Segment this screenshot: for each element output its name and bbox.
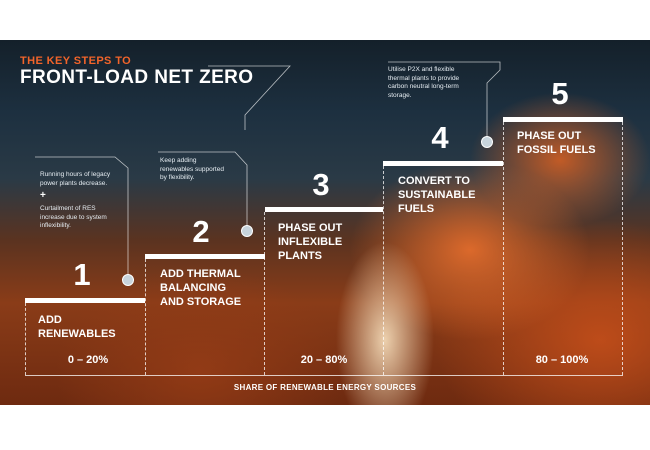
step3-label: PHASE OUT INFLEXIBLE PLANTS: [278, 222, 343, 262]
divider-line-4: [383, 166, 384, 375]
connector-lines: [35, 61, 501, 278]
divider-line-1: [25, 303, 26, 375]
step1-note-bottom: Curtailment of RES increase due to syste…: [40, 205, 107, 229]
step1-bar: [25, 298, 145, 303]
note4-connector-line: [388, 61, 501, 140]
step4-note: Utilise P2X and flexible thermal plants …: [388, 66, 460, 99]
axis-title: SHARE OF RENEWABLE ENERGY SOURCES: [233, 383, 417, 392]
step2-bar: [145, 254, 265, 259]
step2-note: Keep adding renewables supported by flex…: [160, 157, 224, 181]
step4-label: CONVERT TO SUSTAINABLE FUELS: [398, 175, 476, 215]
step5-number: 5: [551, 76, 569, 111]
step3-number: 3: [312, 167, 330, 202]
step4-connector-dot: [481, 136, 493, 148]
divider-line-6: [622, 122, 623, 375]
step2-connector-dot: [241, 225, 253, 237]
step5-bar: [503, 117, 623, 122]
divider-line-5: [503, 122, 504, 375]
step2-number: 2: [192, 214, 210, 249]
step1-label: ADD RENEWABLES: [38, 314, 116, 340]
step1-connector-dot: [122, 274, 134, 286]
step5-label: PHASE OUT FOSSIL FUELS: [517, 130, 596, 156]
step1-number: 1: [73, 257, 91, 292]
divider-line-3: [264, 212, 265, 375]
baseline-line: [25, 375, 623, 376]
range-label-low: 0 – 20%: [67, 354, 109, 366]
step4-number: 4: [431, 120, 449, 155]
step2-label: ADD THERMAL BALANCING AND STORAGE: [160, 268, 242, 308]
page-title: FRONT-LOAD NET ZERO: [20, 67, 254, 88]
step3-bar: [265, 207, 383, 212]
divider-line-2: [145, 259, 146, 375]
note1-connector-line: [35, 156, 129, 278]
title-connector-line: [208, 65, 291, 130]
step1-note-top: Running hours of legacy power plants dec…: [40, 171, 111, 187]
overline-text: THE KEY STEPS TO: [20, 55, 132, 67]
note2-connector-line: [158, 151, 248, 230]
step4-bar: [383, 161, 503, 166]
range-label-high: 80 – 100%: [535, 354, 589, 366]
range-label-mid: 20 – 80%: [300, 354, 348, 366]
infographic-panel: THE KEY STEPS TO FRONT-LOAD NET ZERO Run…: [0, 40, 650, 405]
plus-icon: +: [40, 190, 46, 201]
